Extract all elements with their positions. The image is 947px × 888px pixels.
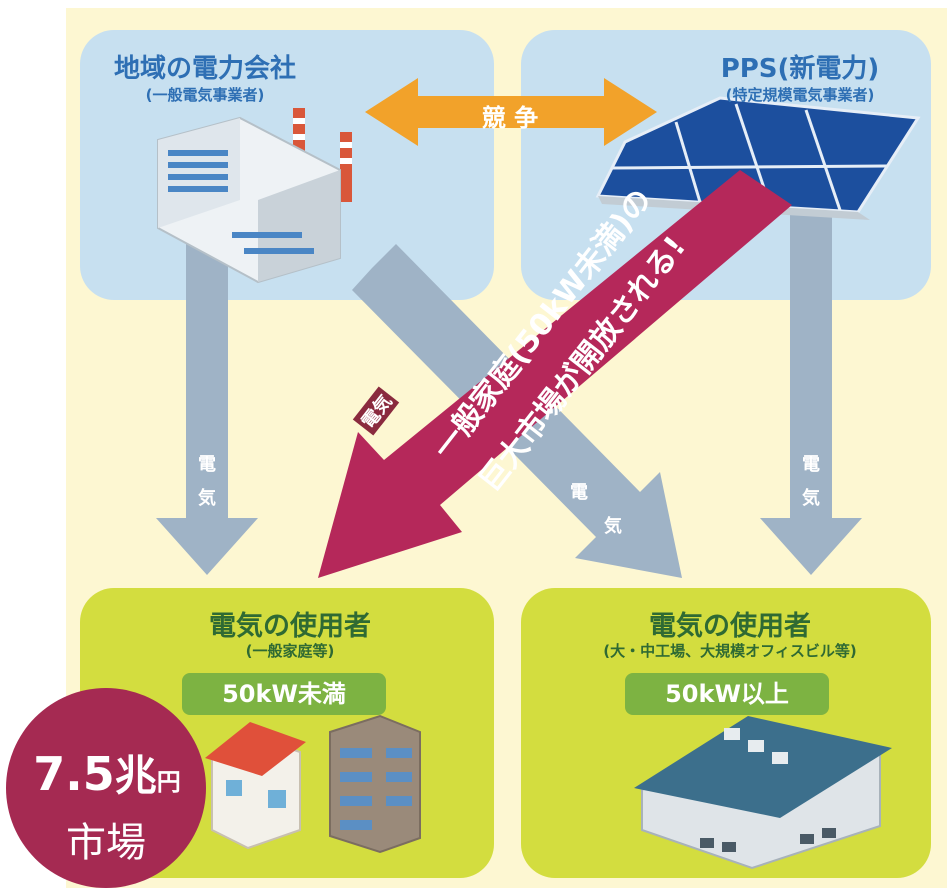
regional-company-title: 地域の電力会社 <box>113 54 296 84</box>
arrow-right-down <box>760 215 862 575</box>
household-users-title: 電気の使用者 <box>209 611 371 642</box>
flow-label-cross-2: 気 <box>604 516 622 537</box>
under-50kw-badge: 50kW未満 <box>182 673 386 715</box>
industrial-users-title: 電気の使用者 <box>649 611 811 642</box>
market-size-circle <box>6 688 206 888</box>
power-plant-icon <box>157 108 352 284</box>
pps-title: PPS(新電力) <box>720 54 880 84</box>
over-50kw-badge: 50kW以上 <box>625 673 829 715</box>
market-opening-arrow <box>318 170 792 578</box>
flow-label-cross-1: 電 <box>570 482 588 503</box>
competition-arrow <box>365 78 657 146</box>
arrow-left-down <box>156 215 258 575</box>
market-label: 市場 <box>66 820 146 866</box>
house-icon <box>205 722 306 850</box>
industrial-users-subtitle: (大・中工場、大規模オフィスビル等) <box>603 642 857 660</box>
competition-label: 競 争 <box>481 104 539 132</box>
factory-building-icon <box>634 716 892 870</box>
market-amount: 7.5兆円 <box>33 747 181 801</box>
household-users-subtitle: (一般家庭等) <box>245 642 335 660</box>
apartment-icon <box>329 714 421 854</box>
regional-company-subtitle: (一般電気事業者) <box>145 86 265 104</box>
flow-label-right: 電気 <box>802 454 820 509</box>
flow-label-left: 電気 <box>198 454 216 509</box>
pps-subtitle: (特定規模電気事業者) <box>725 86 875 104</box>
